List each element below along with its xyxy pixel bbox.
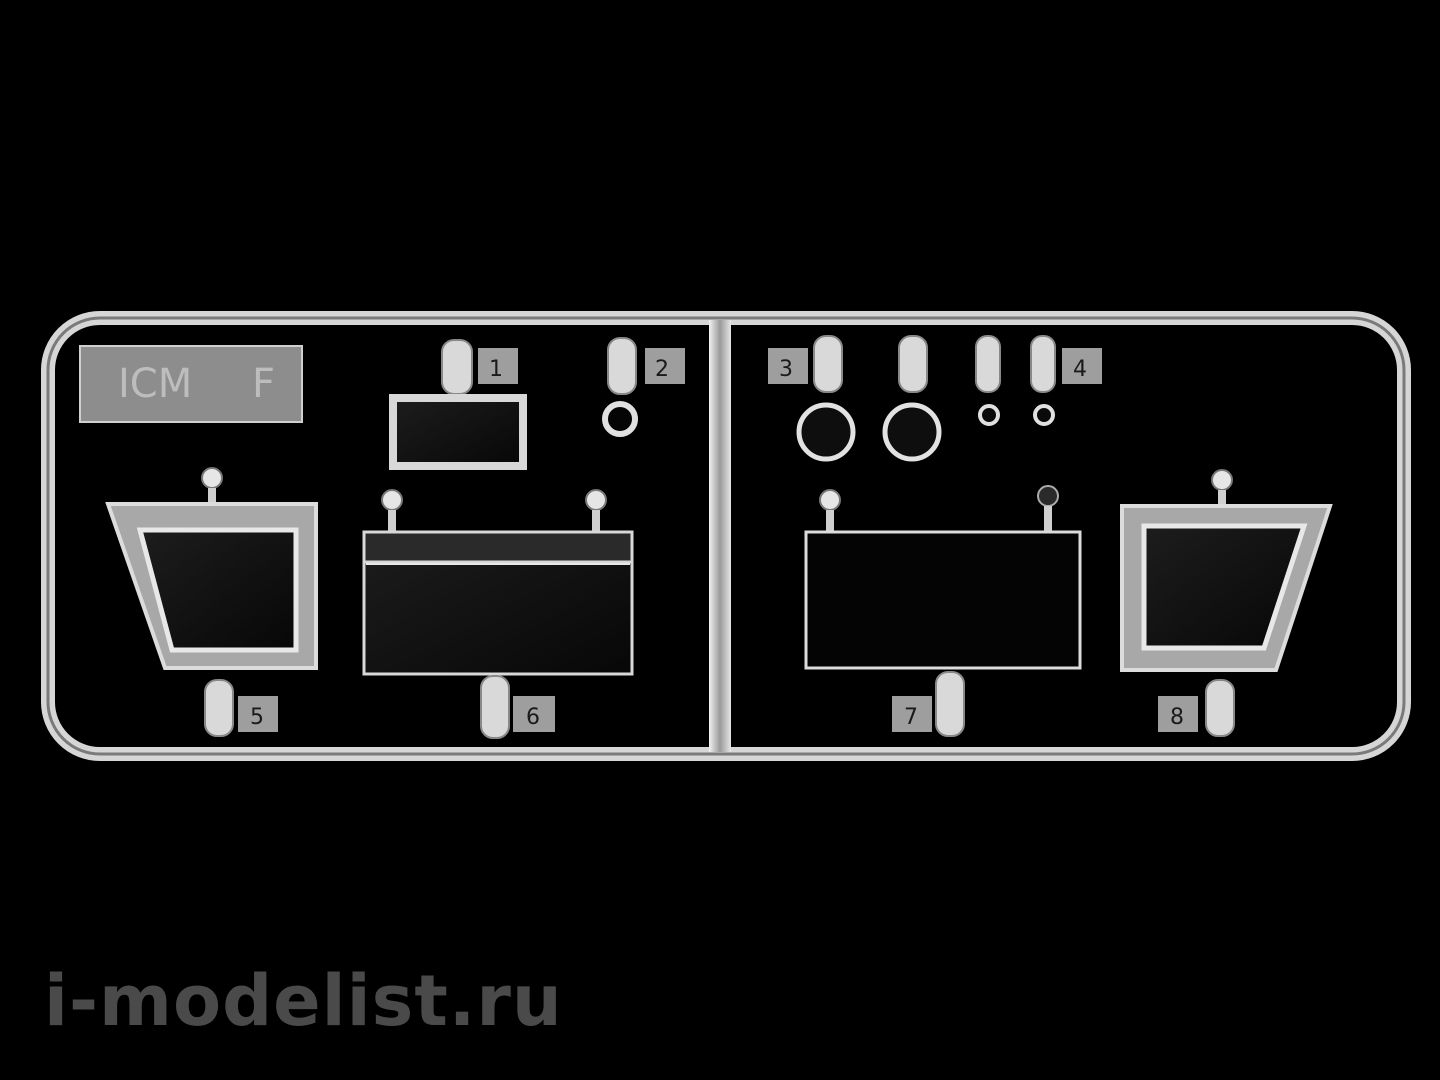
part-number-2: 2 bbox=[655, 357, 669, 382]
part-number-6: 6 bbox=[526, 705, 540, 730]
part-number-4: 4 bbox=[1073, 357, 1087, 382]
brand-plate: ICM F bbox=[79, 345, 303, 423]
part-6: 6 bbox=[362, 489, 634, 739]
sprue-letter: F bbox=[252, 361, 275, 407]
site-watermark: i-modelist.ru bbox=[44, 960, 563, 1042]
part-8: 8 bbox=[1120, 469, 1333, 737]
part-number-7: 7 bbox=[904, 705, 918, 730]
part-1: 1 bbox=[389, 339, 527, 470]
part-number-3: 3 bbox=[779, 357, 793, 382]
part-number-1: 1 bbox=[489, 357, 503, 382]
part-number-5: 5 bbox=[250, 705, 264, 730]
part-7: 7 bbox=[804, 485, 1082, 737]
brand-logo-text: ICM bbox=[118, 361, 192, 407]
part-3: 3 bbox=[768, 335, 942, 462]
part-2: 2 bbox=[602, 337, 685, 437]
sprue-frame bbox=[41, 311, 1411, 761]
part-4: 4 bbox=[975, 335, 1102, 426]
part-number-8: 8 bbox=[1170, 705, 1184, 730]
part-5: 5 bbox=[105, 467, 318, 737]
